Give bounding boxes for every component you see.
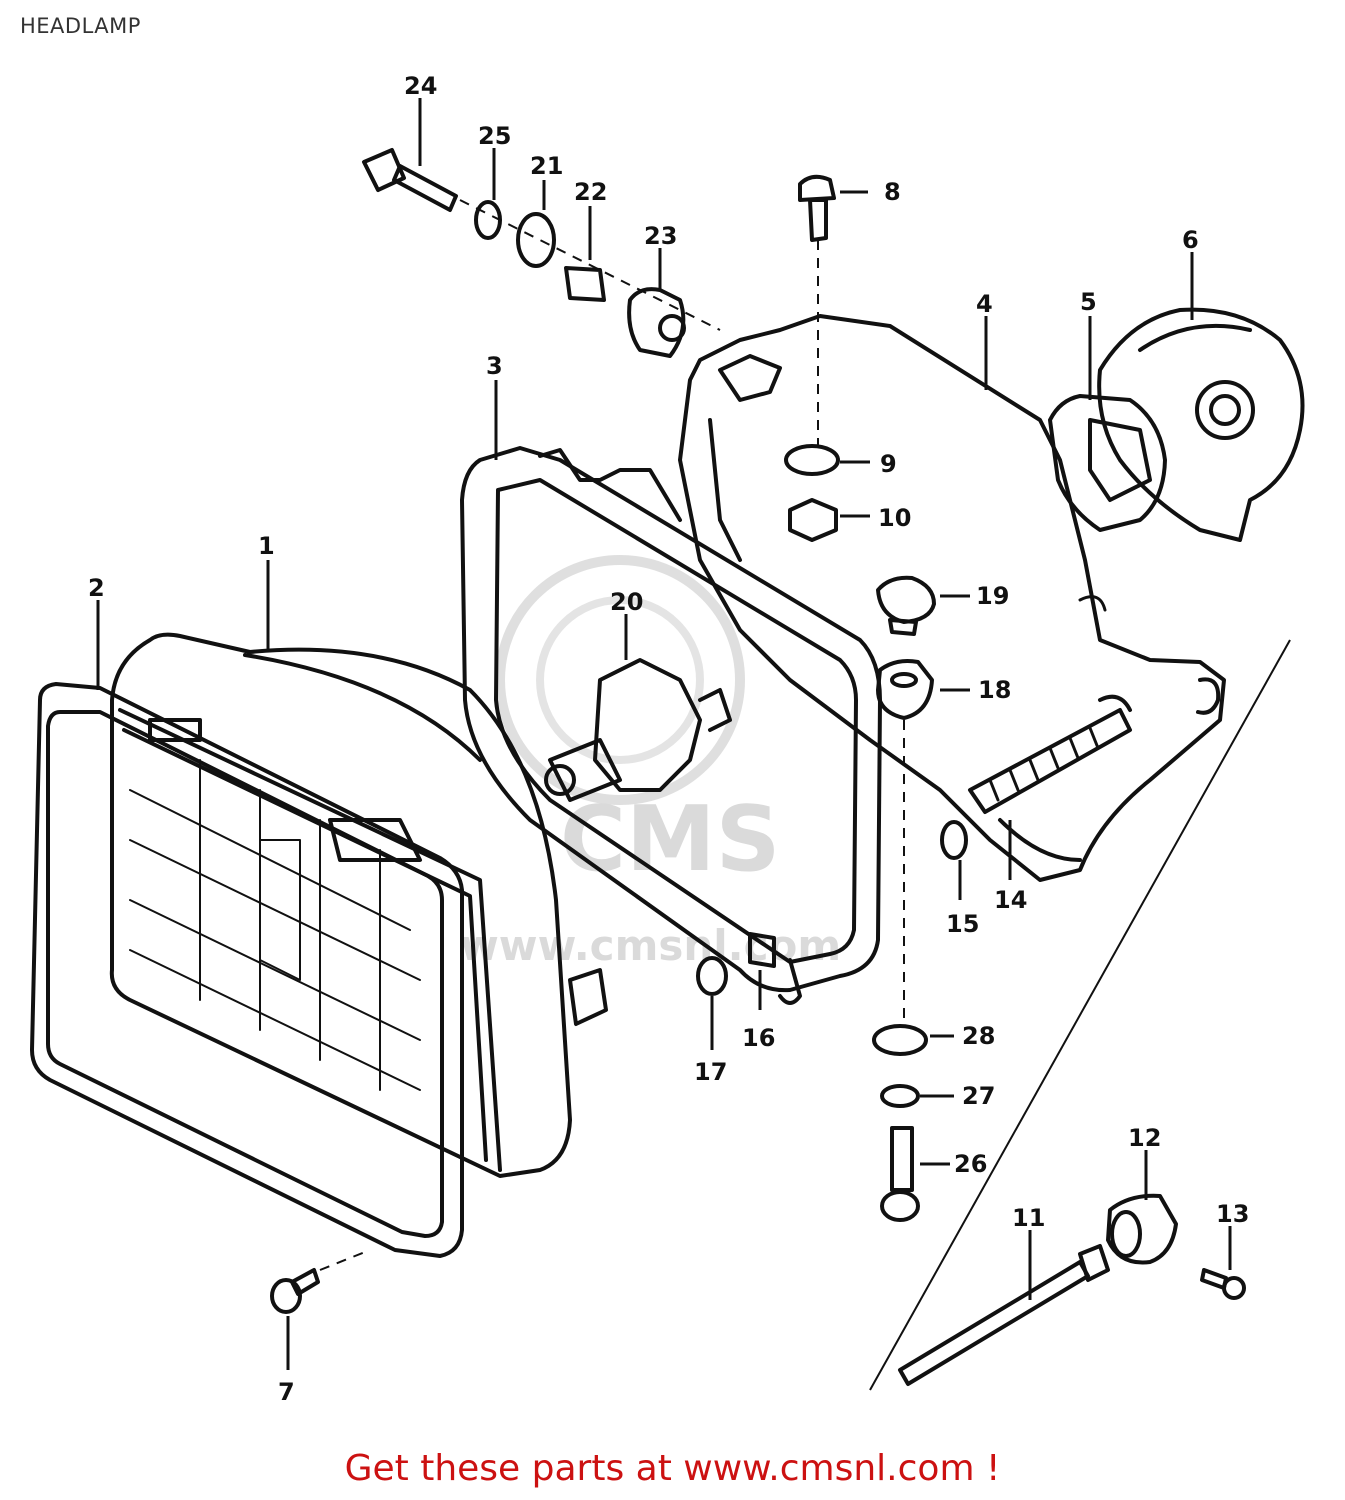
callout-10: 10 — [878, 504, 911, 532]
page-title: HEADLAMP — [20, 14, 141, 38]
part-22-collar — [564, 266, 606, 302]
callout-13: 13 — [1216, 1200, 1249, 1228]
part-1-sealed-beam-unit — [109, 632, 608, 1178]
callout-18: 18 — [978, 676, 1011, 704]
part-21-washer — [516, 212, 556, 268]
part-10-nut — [788, 498, 838, 542]
part-12-adjusting-knob — [1106, 1193, 1178, 1265]
part-4-headlamp-housing — [678, 314, 1226, 882]
callout-labels: 1 2 3 4 5 6 7 8 9 10 11 12 13 14 15 16 1… — [88, 72, 1249, 1406]
footer-link-text[interactable]: Get these parts at www.cmsnl.com ! — [344, 1448, 1001, 1489]
part-27-spring-washer — [880, 1084, 920, 1108]
part-11-adjusting-screw — [898, 1244, 1110, 1386]
callout-20: 20 — [610, 588, 643, 616]
part-5-socket — [1048, 394, 1167, 532]
callout-17: 17 — [694, 1058, 727, 1086]
callout-11: 11 — [1012, 1204, 1045, 1232]
callout-26: 26 — [954, 1150, 987, 1178]
callout-16: 16 — [742, 1024, 775, 1052]
part-20-bulb — [544, 658, 732, 802]
part-6-socket-cover — [1097, 307, 1305, 542]
callout-4: 4 — [976, 290, 993, 318]
callout-22: 22 — [574, 178, 607, 206]
part-2-headlamp-rim — [30, 682, 464, 1258]
callout-3: 3 — [486, 352, 503, 380]
callout-8: 8 — [884, 178, 901, 206]
watermark-logo-text: CMS — [560, 787, 780, 892]
part-18-grommet — [876, 659, 934, 720]
watermark: CMS www.cmsnl.com — [460, 555, 841, 970]
part-28-washer — [872, 1024, 928, 1056]
callout-15: 15 — [946, 910, 979, 938]
part-25-spring-washer — [474, 200, 502, 240]
callout-21: 21 — [530, 152, 563, 180]
callout-28: 28 — [962, 1022, 995, 1050]
part-9-washer — [784, 444, 840, 476]
part-23-cushion — [627, 287, 686, 358]
callout-12: 12 — [1128, 1124, 1161, 1152]
part-15-washer — [940, 820, 968, 860]
callout-14: 14 — [994, 886, 1027, 914]
callout-24: 24 — [404, 72, 437, 100]
part-17-washer — [696, 956, 728, 996]
callout-1: 1 — [258, 532, 275, 560]
part-16-nut — [748, 932, 776, 968]
leader-lines — [96, 98, 1291, 1391]
callout-25: 25 — [478, 122, 511, 150]
part-7-screw — [270, 1268, 320, 1314]
callout-9: 9 — [880, 450, 897, 478]
part-19-cushion — [876, 575, 936, 636]
watermark-url-text: www.cmsnl.com — [460, 921, 841, 970]
callout-6: 6 — [1182, 226, 1199, 254]
part-14-adjusting-spring — [968, 708, 1132, 814]
callout-7: 7 — [278, 1378, 295, 1406]
callout-5: 5 — [1080, 288, 1097, 316]
callout-2: 2 — [88, 574, 105, 602]
part-3-mounting-frame — [460, 446, 882, 1005]
part-13-screw — [1200, 1268, 1246, 1300]
part-24-bolt — [362, 148, 458, 212]
part-8-screw — [798, 174, 836, 242]
callout-27: 27 — [962, 1082, 995, 1110]
callout-19: 19 — [976, 582, 1009, 610]
callout-23: 23 — [644, 222, 677, 250]
part-26-bolt — [880, 1126, 920, 1222]
